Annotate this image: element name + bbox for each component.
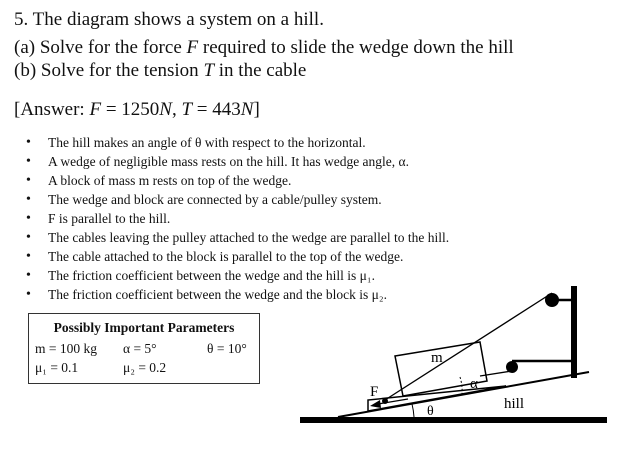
list-item: A block of mass m rests on top of the we…	[14, 171, 449, 190]
question-part-b: (b) Solve for the tension T in the cable	[14, 60, 307, 81]
list-item: The cable attached to the block is paral…	[14, 247, 449, 266]
question-title: 5. The diagram shows a system on a hill.	[14, 9, 324, 30]
alpha-arc	[459, 376, 463, 395]
hill-label: hill	[504, 396, 524, 412]
force-label: F	[370, 384, 378, 400]
list-item: The friction coefficient between the wed…	[14, 285, 449, 304]
cable-block	[479, 370, 513, 377]
parameters-title: Possibly Important Parameters	[53, 320, 235, 335]
param-mu1: μ₁ = 0.1	[35, 360, 79, 375]
list-item: The hill makes an angle of θ with respec…	[14, 133, 449, 152]
assumption-list: The hill makes an angle of θ with respec…	[14, 133, 449, 304]
answer-line: [Answer: F = 1250N, T = 443N]	[14, 99, 260, 120]
list-item: F is parallel to the hill.	[14, 209, 449, 228]
param-alpha: α = 5°	[123, 341, 157, 356]
list-item: The friction coefficient between the wed…	[14, 266, 449, 285]
wedge-block-diagram: m F α θ hill	[300, 286, 607, 423]
force-arrowhead	[370, 400, 381, 408]
top-pulley	[545, 293, 559, 307]
parameters-box: Possibly Important Parameters m = 100 kg…	[28, 313, 260, 384]
list-item: The wedge and block are connected by a c…	[14, 190, 449, 209]
param-mu2: μ₂ = 0.2	[123, 360, 167, 375]
wedge	[367, 385, 507, 412]
param-mass: m = 100 kg	[35, 341, 97, 356]
theta-label: θ	[427, 404, 434, 419]
ground-line	[300, 417, 607, 423]
list-item: The cables leaving the pulley attached t…	[14, 228, 449, 247]
cable-upper	[384, 292, 553, 401]
list-item: A wedge of negligible mass rests on the …	[14, 152, 449, 171]
theta-arc	[411, 403, 415, 418]
lower-pulley	[506, 361, 518, 373]
param-theta: θ = 10°	[207, 341, 247, 356]
question-part-a: (a) Solve for the force F required to sl…	[14, 37, 514, 58]
force-arrow-line	[377, 398, 409, 405]
alpha-label: α	[470, 376, 478, 392]
block-label: m	[431, 350, 443, 366]
block-mass	[394, 341, 488, 397]
